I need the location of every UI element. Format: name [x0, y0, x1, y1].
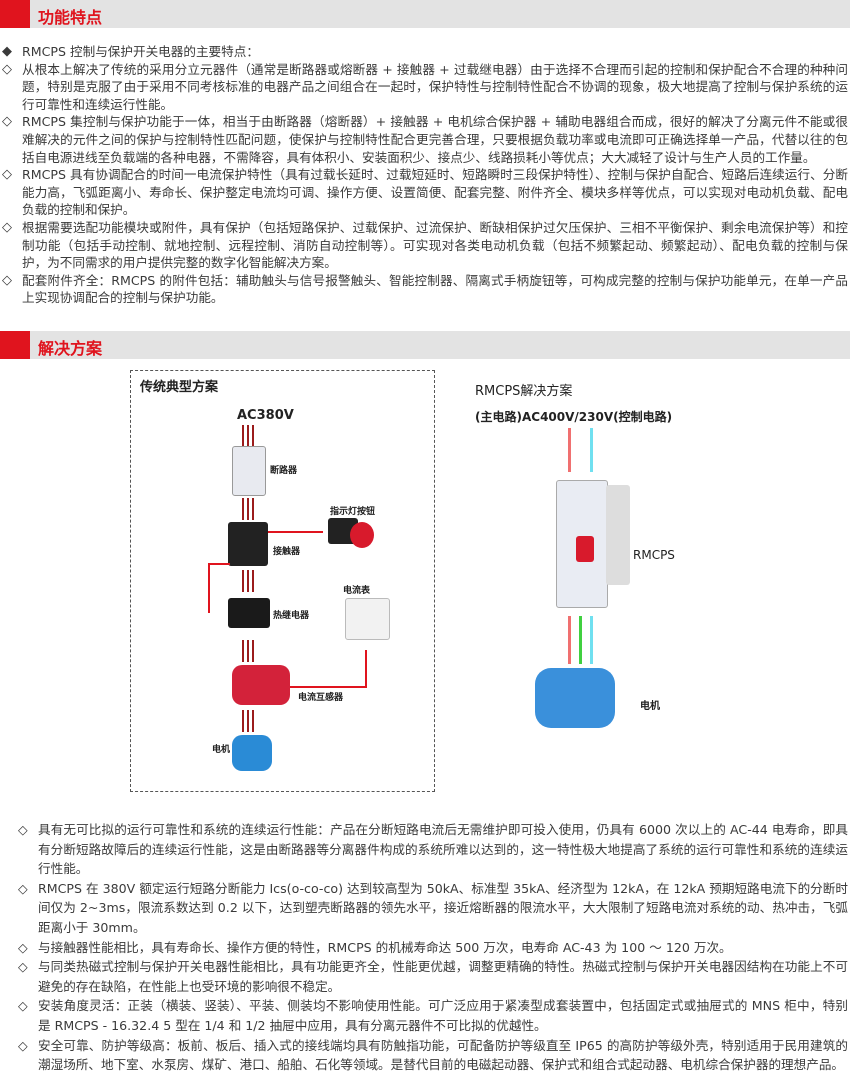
section-header-solutions: 解决方案	[0, 331, 850, 359]
list-item: ◇配套附件齐全：RMCPS 的附件包括：辅助触头与信号报警触头、智能控制器、隔离…	[2, 272, 848, 306]
diamond-outline-icon: ◇	[18, 880, 28, 896]
rotary-handle-icon	[576, 536, 594, 562]
motor-label: 电机	[640, 701, 660, 712]
diamond-outline-icon: ◇	[18, 998, 28, 1014]
wire-green	[579, 616, 582, 664]
list-item: ◇安全可靠、防护等级高：板前、板后、插入式的接线端均具有防触指功能，可配备防护等…	[18, 1037, 848, 1073]
arrow	[290, 686, 366, 688]
list-item: ◇根据需要选配功能模块或附件，具有保护（包括短路保护、过载保护、过流保护、断缺相…	[2, 219, 848, 271]
ammeter-label: 电流表	[343, 586, 371, 596]
ammeter-image	[345, 598, 390, 640]
header-accent	[0, 0, 30, 28]
contactor-image	[228, 522, 268, 566]
red-button-icon	[350, 522, 374, 548]
wires	[242, 425, 256, 447]
diamond-outline-icon: ◇	[2, 272, 12, 288]
section-title: 功能特点	[38, 8, 103, 27]
contactor-label: 接触器	[273, 547, 301, 557]
wire-red	[568, 616, 571, 664]
list-item: ◇具有无可比拟的运行可靠性和系统的连续运行性能：产品在分断短路电流后无需维护即可…	[18, 822, 848, 877]
feature-intro: ◆RMCPS 控制与保护开关电器的主要特点：	[2, 44, 259, 59]
wires	[242, 570, 256, 592]
feature-list: ◆RMCPS 控制与保护开关电器的主要特点： ◇从根本上解决了传统的采用分立元器…	[0, 43, 848, 307]
diamond-outline-icon: ◇	[18, 939, 28, 955]
ct-label: 电流互感器	[298, 693, 344, 703]
list-item: ◇RMCPS 集控制与保护功能于一体，相当于由断路器（熔断器）+ 接触器 + 电…	[2, 114, 848, 165]
diamond-filled-icon: ◆	[2, 44, 12, 59]
traditional-title: 传统典型方案	[140, 380, 219, 395]
diamond-outline-icon: ◇	[2, 219, 12, 235]
thermal-relay-label: 热继电器	[273, 611, 310, 621]
diamond-outline-icon: ◇	[18, 1037, 28, 1053]
thermal-relay-image	[228, 598, 270, 628]
traditional-scheme-box	[130, 370, 435, 792]
list-item: ◇与同类热磁式控制与保护开关电器性能相比，具有功能更齐全，性能更优越，调整更精确…	[18, 959, 848, 994]
indicator-label: 指示灯按钮	[330, 507, 376, 517]
rmcps-device-label: RMCPS	[633, 548, 675, 562]
rmcps-voltage-label: (主电路)AC400V/230V(控制电路)	[475, 410, 673, 424]
diamond-outline-icon: ◇	[2, 114, 12, 130]
breaker-image	[232, 446, 266, 496]
diamond-outline-icon: ◇	[2, 167, 12, 183]
section-title: 解决方案	[38, 339, 103, 358]
wire-cyan	[590, 428, 593, 472]
wires	[242, 498, 256, 520]
wire-cyan	[590, 616, 593, 664]
diamond-outline-icon: ◇	[2, 61, 12, 77]
motor-label: 电机	[212, 745, 231, 755]
motor-image	[535, 668, 615, 728]
wires	[242, 710, 256, 732]
header-accent	[0, 331, 30, 359]
wire-red	[568, 428, 571, 472]
list-item: ◇与接触器性能相比，具有寿命长、操作方便的特性，RMCPS 的机械寿命达 500…	[0, 938, 848, 958]
arrow	[365, 650, 367, 688]
rmcps-accessory	[606, 485, 630, 585]
wires	[242, 640, 256, 662]
list-item: ◇RMCPS 具有协调配合的时间一电流保护特性（具有过载长延时、过载短延时、短路…	[2, 167, 848, 218]
diamond-outline-icon: ◇	[18, 822, 28, 837]
breaker-label: 断路器	[270, 466, 298, 476]
list-item: ◇从根本上解决了传统的采用分立元器件（通常是断路器或熔断器 + 接触器 + 过载…	[2, 61, 848, 112]
arrow	[268, 531, 323, 533]
list-item: ◇安装角度灵活：正装（横装、竖装）、平装、侧装均不影响使用性能。可广泛应用于紧凑…	[18, 998, 848, 1033]
motor-image	[232, 735, 272, 771]
list-item: ◇RMCPS 在 380V 额定运行短路分断能力 Ics(o-co-co) 达到…	[18, 880, 848, 935]
diamond-outline-icon: ◇	[18, 959, 28, 975]
rmcps-title: RMCPS解决方案	[475, 384, 573, 399]
advantages-list: ◇具有无可比拟的运行可靠性和系统的连续运行性能：产品在分断短路电流后无需维护即可…	[0, 820, 848, 1075]
feedback-line	[208, 563, 210, 613]
section-header-features: 功能特点	[0, 0, 850, 28]
current-transformer-image	[232, 665, 290, 705]
voltage-label: AC380V	[237, 408, 294, 423]
arrow	[208, 563, 230, 565]
